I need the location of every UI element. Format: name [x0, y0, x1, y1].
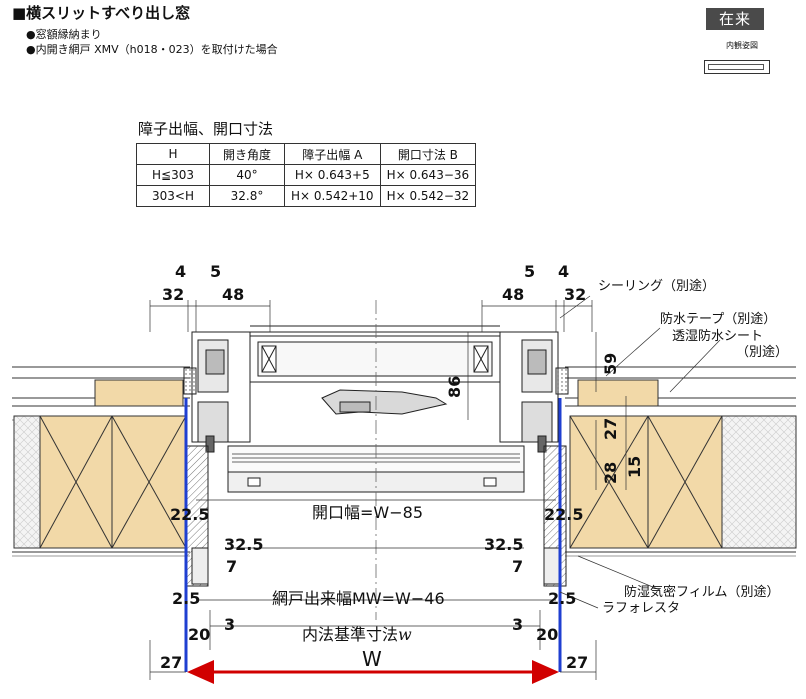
- dim-label: 27: [601, 418, 620, 440]
- window-frame-right: [499, 331, 569, 587]
- dim-label: 32: [564, 285, 586, 304]
- table-cell: H× 0.542−32: [379, 185, 477, 207]
- wood-stud-right: [569, 379, 797, 549]
- bullet-screen: ●内開き網戸 XMV（h018・023）を取付けた場合: [26, 43, 278, 56]
- dim-label: 22.5: [170, 505, 209, 524]
- total-width-label: W: [362, 647, 382, 671]
- dim-label: 2.5: [548, 589, 576, 608]
- badge-caption: 内観姿図: [726, 41, 758, 50]
- dim-label: 27: [566, 653, 588, 672]
- table-cell: H× 0.643−36: [379, 164, 477, 186]
- dim-label: 32: [162, 285, 184, 304]
- dim-label: 20: [536, 625, 558, 644]
- type-badge: 在来: [706, 8, 764, 30]
- table-header: 開き角度: [209, 143, 285, 165]
- dim-label: 27: [160, 653, 182, 672]
- vapor-film: [12, 551, 796, 557]
- inner-dimension-prefix: 内法基準寸法: [302, 625, 398, 644]
- table-title: 障子出幅、開口寸法: [138, 120, 274, 138]
- note-sealing: シーリング（別途）: [598, 278, 715, 294]
- page-title: ■横スリットすべり出し窓: [12, 4, 191, 22]
- sash-glazing: [249, 325, 501, 383]
- bullet-frame: ●窓額縁納まり: [26, 28, 102, 41]
- dim-label: 7: [512, 557, 523, 576]
- table-header-row: H 開き角度 障子出幅 A 開口寸法 B: [136, 143, 477, 165]
- table-cell: H× 0.643+5: [284, 164, 381, 186]
- table-header: 開口寸法 B: [379, 143, 477, 165]
- inner-dimension-w: w: [398, 625, 412, 644]
- table-cell: 303<H: [136, 185, 210, 207]
- dim-label: 4: [175, 262, 186, 281]
- inner-dimension-label: 内法基準寸法w: [302, 625, 412, 644]
- dim-label: 3: [224, 615, 235, 634]
- dim-label: 2.5: [172, 589, 200, 608]
- dimension-labels: 4 5 32 48 5 4 48 32 シーリング（別途） 防水テープ（別途） …: [160, 262, 788, 672]
- dim-label: 5: [524, 262, 535, 281]
- dim-label: 5: [210, 262, 221, 281]
- dim-label: 28: [601, 462, 620, 484]
- dim-label: 86: [445, 376, 464, 398]
- dim-label: 7: [226, 557, 237, 576]
- window-thumbnail-sash: [708, 64, 764, 70]
- dim-label: 15: [625, 456, 644, 478]
- dim-label: 59: [601, 353, 620, 375]
- note-laforesta: ラフォレスタ: [602, 601, 680, 616]
- dim-label: 48: [502, 285, 524, 304]
- dim-label: 4: [558, 262, 569, 281]
- dim-label: 48: [222, 285, 244, 304]
- dim-label: 32.5: [224, 535, 263, 554]
- opening-width-label: 開口幅=W−85: [312, 503, 423, 522]
- dim-label: 22.5: [544, 505, 583, 524]
- window-frame-left: [183, 331, 251, 587]
- dimension-lines: [149, 295, 721, 680]
- screen-width-label: 網戸出来幅MW=W−46: [272, 589, 445, 608]
- note-film: 防湿気密フィルム（別途）: [624, 584, 779, 600]
- table-cell: 32.8°: [209, 185, 285, 207]
- note-sheet: 透湿防水シート: [672, 328, 763, 344]
- dimension-table: H 開き角度 障子出幅 A 開口寸法 B H≦303 40° H× 0.643+…: [136, 143, 477, 207]
- table-cell: H× 0.542+10: [284, 185, 381, 207]
- dim-label: 20: [188, 625, 210, 644]
- handle-icon: [321, 389, 448, 415]
- wood-stud-left: [13, 379, 187, 549]
- note-sheet: （別途）: [736, 344, 788, 360]
- table-row: 303<H 32.8° H× 0.542+10 H× 0.542−32: [136, 185, 477, 207]
- table-header: 障子出幅 A: [284, 143, 381, 165]
- dim-label: 3: [512, 615, 523, 634]
- dim-label: 32.5: [484, 535, 523, 554]
- note-tape: 防水テープ（別途）: [660, 311, 776, 327]
